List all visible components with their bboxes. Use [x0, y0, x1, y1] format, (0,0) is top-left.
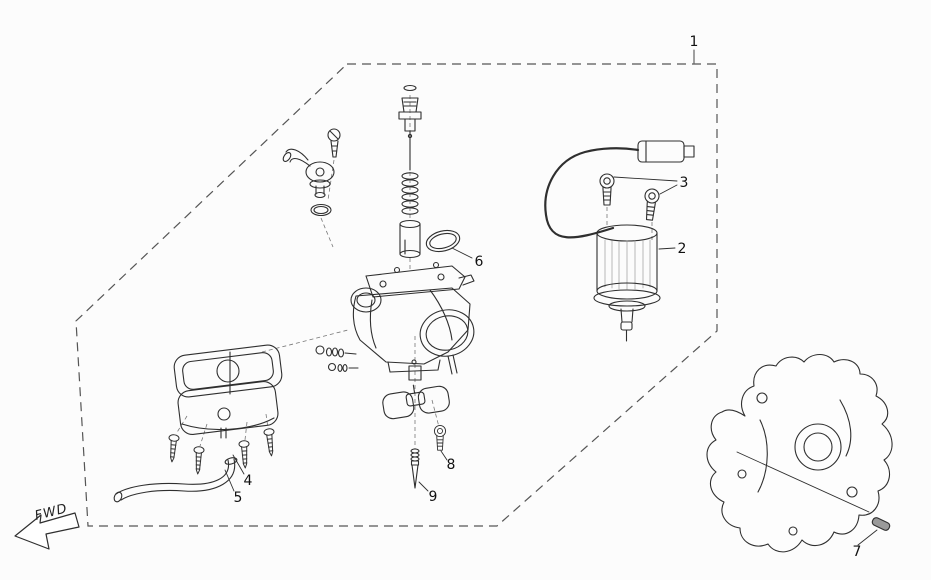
pilot-screw: [410, 448, 420, 489]
callout-7: 7: [853, 544, 862, 560]
jet-needle: [407, 130, 413, 171]
jet-stack: [411, 359, 417, 365]
callout-4: 4: [244, 473, 253, 489]
throttle-slide: [399, 219, 421, 259]
dowel-pin: [736, 451, 891, 531]
o-ring-6: [425, 229, 461, 253]
return-spring: [401, 172, 419, 215]
wire-connector: [637, 140, 695, 163]
callout-5: 5: [234, 490, 243, 506]
assembly-axes: [175, 95, 653, 449]
fuel-inlet-joint: [282, 128, 341, 199]
callout-8: 8: [447, 457, 456, 473]
bystarter-wire: [544, 147, 640, 239]
carburetor-body: [350, 261, 475, 381]
float: [382, 384, 450, 420]
callout-3: 3: [680, 175, 689, 191]
callout-9: 9: [429, 489, 438, 505]
adjust-screws: [315, 345, 359, 372]
drain-tube: [113, 457, 238, 503]
fwd-arrow: [14, 512, 80, 550]
diagram-boundary: [75, 63, 718, 527]
chamber-screws: [166, 427, 278, 475]
callout-1: 1: [690, 34, 699, 50]
callout-6: 6: [475, 254, 484, 270]
callout-2: 2: [678, 241, 687, 257]
inlet-o-ring: [310, 203, 332, 217]
leader-lines: [224, 49, 878, 546]
mounting-screws: [599, 173, 661, 222]
auto-bystarter: [593, 224, 661, 342]
drain-screw: [433, 424, 447, 451]
crankcase: [706, 353, 893, 553]
float-chamber: [177, 351, 279, 439]
